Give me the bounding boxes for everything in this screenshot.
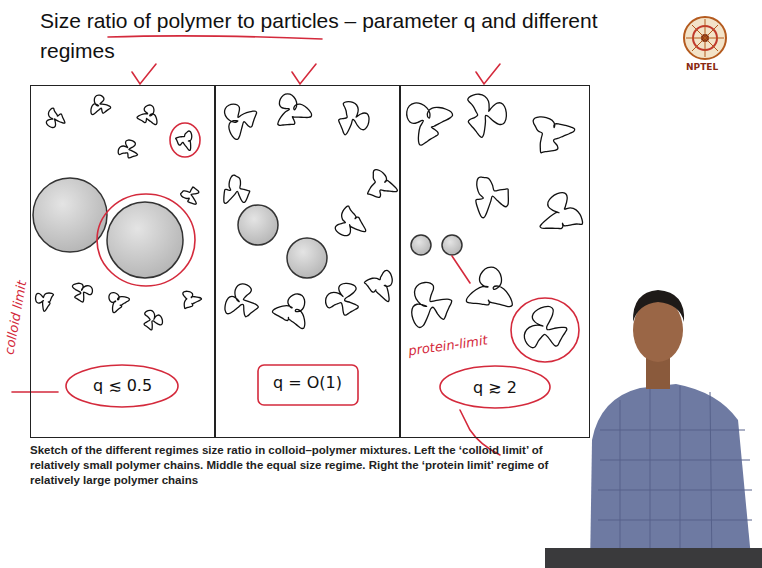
polymer-coil: [72, 283, 92, 302]
polymer-coil: [109, 293, 129, 313]
regime-panel: q ≳ 2: [400, 85, 590, 438]
polymer-coil: [144, 310, 162, 330]
polymer-coil: [468, 94, 507, 137]
polymer-coils: [36, 94, 583, 348]
polymer-coil: [412, 282, 452, 327]
size-ratio-label: q ≲ 0.5: [31, 376, 214, 395]
colloid-particles: [33, 178, 462, 278]
polymer-coil: [339, 102, 369, 135]
polymer-coil: [176, 131, 192, 150]
polymer-coil: [46, 108, 65, 127]
polymer-coil: [533, 117, 575, 153]
figure-caption: Sketch of the different regimes size rat…: [30, 443, 582, 488]
polymer-coil: [225, 284, 258, 317]
polymer-coil: [272, 294, 304, 329]
polymer-coil: [326, 283, 359, 315]
polymer-coil: [224, 175, 250, 203]
logo-text: NPTEL: [686, 62, 718, 72]
polymer-coil: [540, 193, 583, 229]
handwritten-note: protein-limit: [407, 333, 488, 359]
handwritten-note: colloid limit: [2, 279, 30, 355]
polymer-coil: [181, 187, 199, 204]
polymer-coil: [137, 105, 157, 125]
polymer-coil: [466, 267, 512, 307]
polymer-coil: [225, 104, 257, 139]
polymer-coil: [524, 306, 567, 347]
polymer-coil: [91, 95, 111, 114]
polymer-coil: [335, 206, 365, 236]
regime-panel: q ≲ 0.5: [30, 85, 215, 438]
polymer-coil: [364, 270, 392, 301]
polymer-coil: [476, 177, 509, 218]
size-ratio-label: q ≳ 2: [401, 378, 589, 397]
slide-title: Size ratio of polymer to particles – par…: [40, 6, 660, 66]
polymer-coil: [36, 293, 54, 311]
size-ratio-label: q = O(1): [216, 373, 399, 392]
polymer-coil: [118, 140, 137, 158]
nptel-logo: [684, 17, 726, 59]
polymer-coil: [183, 291, 202, 308]
lecturer: [545, 290, 762, 568]
regime-panel: q = O(1): [215, 85, 400, 438]
polymer-coil: [278, 94, 312, 126]
polymer-coil: [368, 170, 398, 198]
polymer-coil: [407, 103, 453, 145]
